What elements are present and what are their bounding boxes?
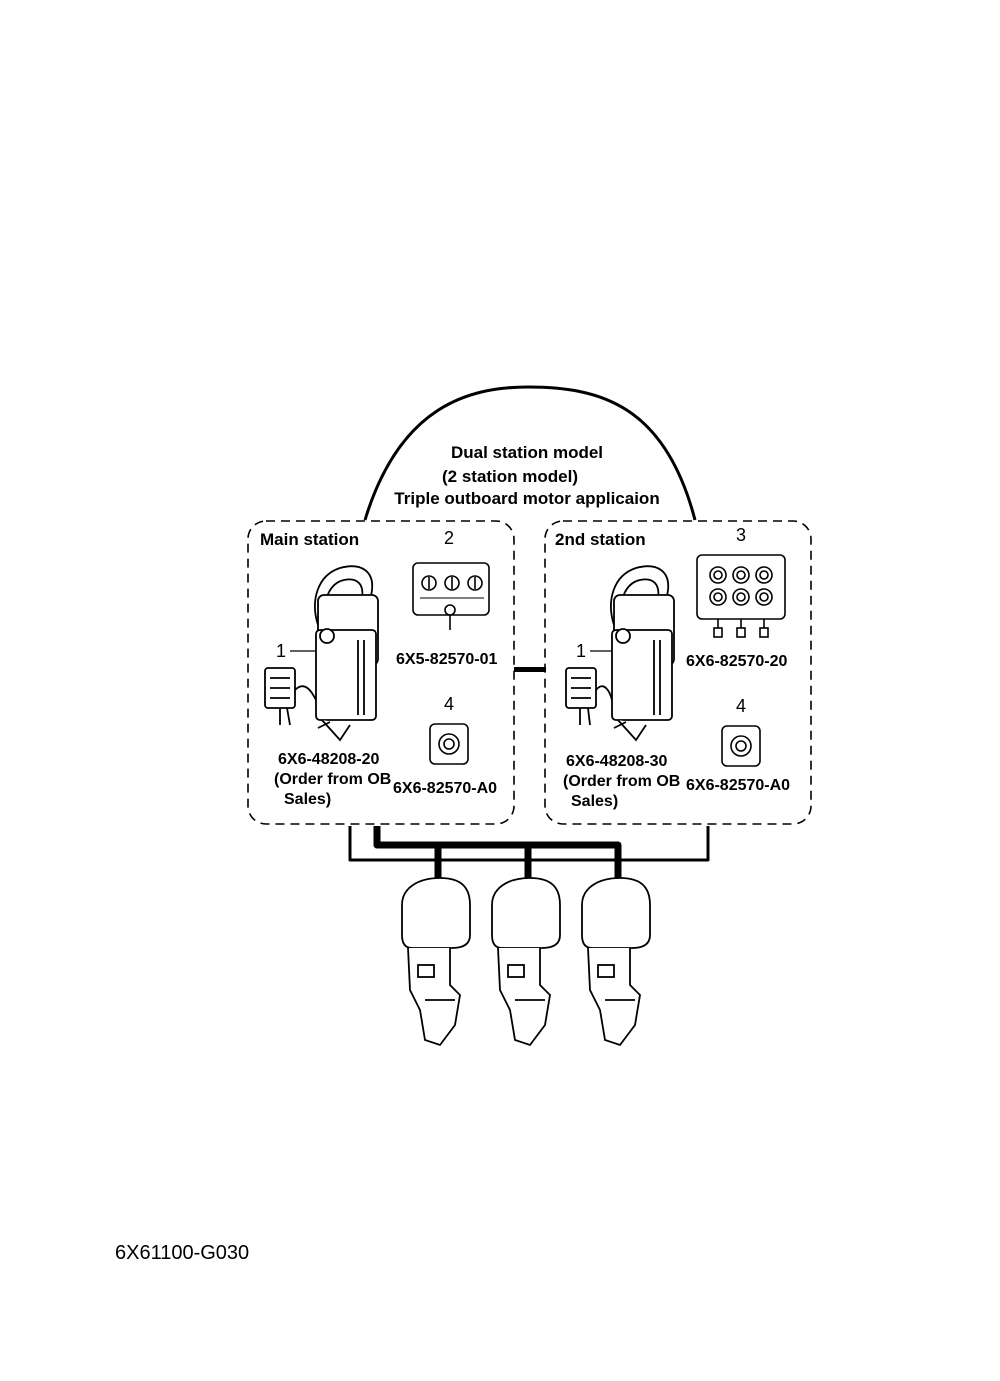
second-remote-note-2: Sales) [571,793,618,810]
main-remote-part: 6X6-48208-20 [278,751,380,768]
emergency-stop-switch-icon [721,725,761,767]
main-remote-number: 1 [276,641,286,661]
second-remote-note-1: (Order from OB [563,773,680,790]
second-station-title: 2nd station [555,530,646,549]
header-line-2: (2 station model) [442,467,578,486]
remote-control-lever-icon [264,565,379,742]
emergency-stop-switch-icon [429,723,469,765]
outboard-motor-icon [581,877,651,1047]
station-link [514,667,546,672]
main-station-box [247,520,515,825]
main-stop-part: 6X6-82570-A0 [393,780,497,797]
main-stop-number: 4 [444,694,454,714]
second-stop-part: 6X6-82570-A0 [686,777,790,794]
second-panel-part: 6X6-82570-20 [686,653,788,670]
main-station-title: Main station [260,530,359,549]
header-arch [363,385,697,521]
outboard-motor-icon [401,877,471,1047]
switch-panel-6-button-icon [696,554,786,638]
main-panel-part: 6X5-82570-01 [396,651,498,668]
remote-control-lever-icon [565,565,675,742]
wiring-harness [348,826,710,882]
figure-code: 6X61100-G030 [115,1242,250,1264]
main-remote-note-1: (Order from OB [274,771,391,788]
second-panel-number: 3 [736,525,746,545]
header-line-1: Dual station model [451,443,603,462]
second-station-box [544,520,812,825]
main-remote-note-2: Sales) [284,791,331,808]
outboard-motor-icon [491,877,561,1047]
second-stop-number: 4 [736,696,746,716]
second-remote-part: 6X6-48208-30 [566,753,668,770]
header-line-3: Triple outboard motor applicaion [394,489,659,508]
switch-panel-3-key-icon [412,562,490,630]
main-panel-number: 2 [444,528,454,548]
second-remote-number: 1 [576,641,586,661]
